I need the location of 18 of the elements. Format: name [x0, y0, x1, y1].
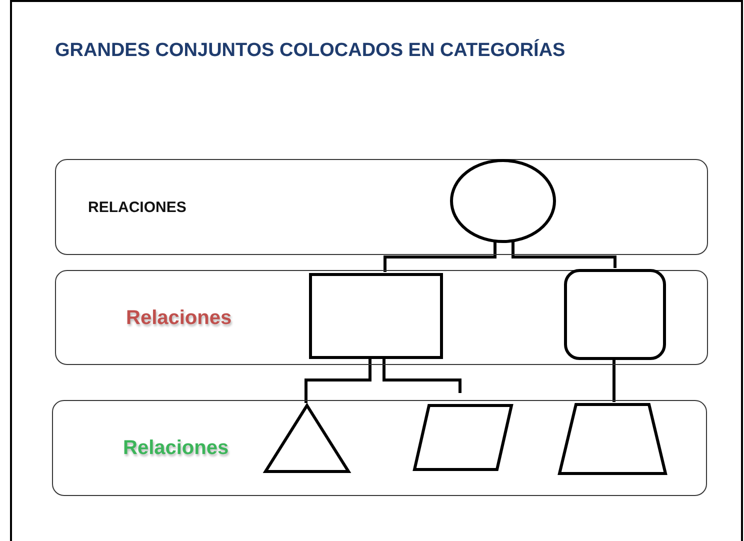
category-label: Relaciones [123, 437, 229, 460]
connector-line [304, 358, 372, 403]
connector-line [512, 241, 616, 268]
connector-line [382, 358, 462, 393]
trapezoid-shape [558, 403, 667, 475]
connector-line [612, 359, 616, 402]
rounded-square [564, 269, 666, 360]
category-band [52, 400, 707, 496]
ellipse-shape [450, 159, 556, 243]
category-label: RELACIONES [88, 199, 186, 216]
rectangle-shape [309, 273, 443, 359]
connector-line [384, 242, 496, 272]
category-band [55, 159, 708, 255]
triangle-shape [264, 404, 350, 473]
category-band [55, 270, 708, 365]
category-label: Relaciones [126, 306, 232, 330]
title: GRANDES CONJUNTOS COLOCADOS EN CATEGORÍAS [55, 40, 566, 62]
parallelogram-shape [413, 404, 513, 471]
